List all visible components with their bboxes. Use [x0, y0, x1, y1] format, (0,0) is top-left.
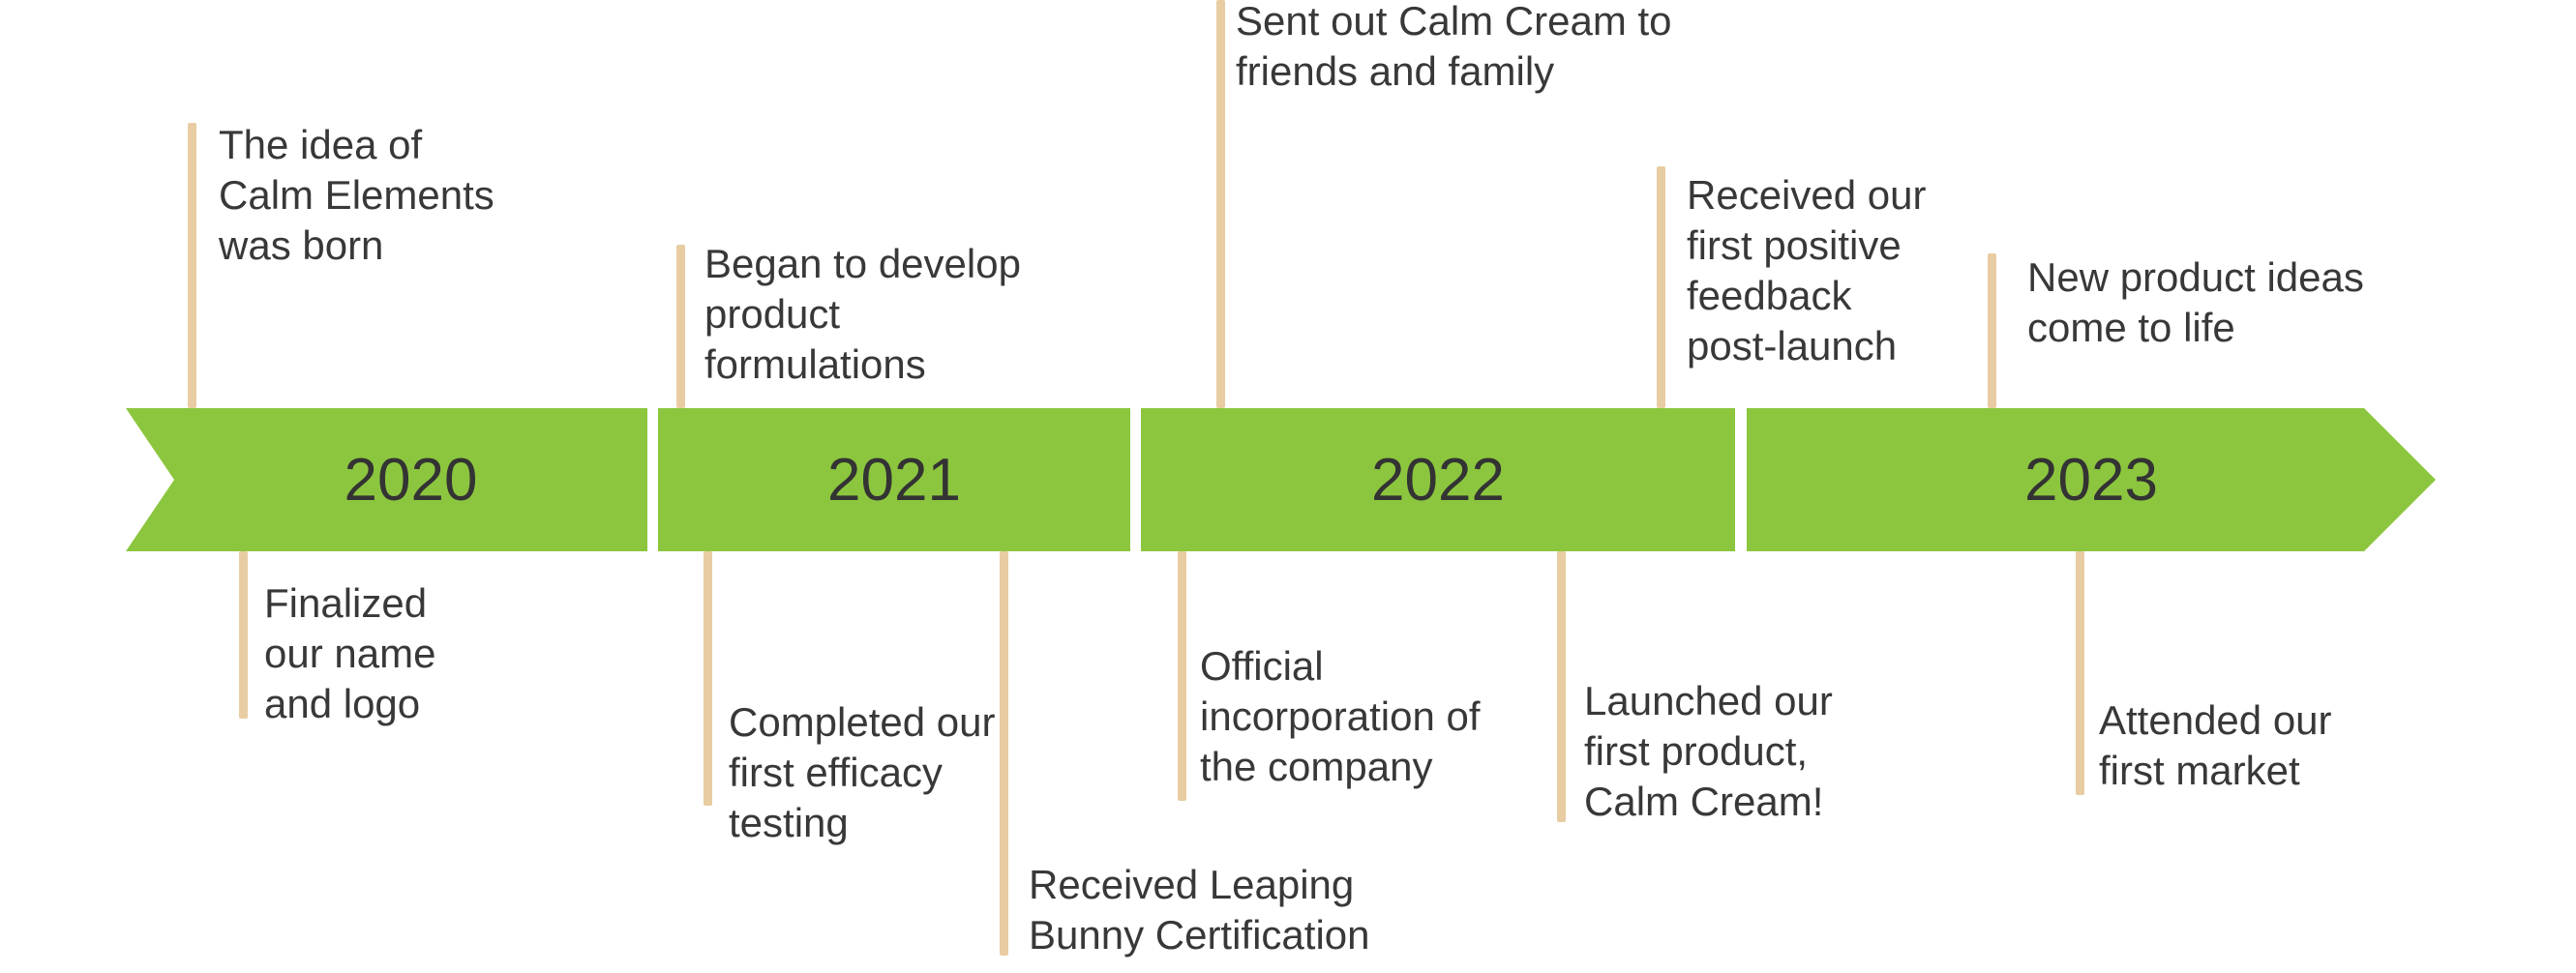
year-label-2023: 2023 — [2024, 446, 2158, 514]
event-tick-above-new-ideas — [1988, 253, 1996, 408]
event-tick-below-launched-product — [1557, 551, 1566, 822]
year-segment-2021: 2021 — [658, 408, 1130, 551]
year-segment-2020: 2020 — [126, 408, 647, 551]
event-tick-below-leaping-bunny — [1000, 551, 1008, 956]
event-tick-above-sent-calm-cream — [1216, 0, 1225, 408]
event-leaping-bunny: Received Leaping Bunny Certification — [1029, 862, 1370, 958]
event-tick-below-incorporation — [1178, 551, 1186, 801]
event-began-develop: Began to develop product formulations — [704, 241, 1021, 387]
event-idea-born: The idea of Calm Elements was born — [219, 122, 494, 268]
event-first-feedback: Received our first positive feedback pos… — [1687, 172, 1927, 369]
event-tick-below-name-logo — [239, 551, 248, 719]
event-tick-below-efficacy-testing — [704, 551, 712, 806]
year-segment-2023: 2023 — [1747, 408, 2436, 551]
year-label-2022: 2022 — [1371, 446, 1505, 514]
event-new-ideas: New product ideas come to life — [2027, 254, 2364, 350]
event-first-market: Attended our first market — [2099, 697, 2332, 793]
year-label-2020: 2020 — [344, 446, 478, 514]
event-tick-above-first-feedback — [1657, 166, 1665, 408]
event-sent-calm-cream: Sent out Calm Cream to friends and famil… — [1236, 0, 1672, 94]
event-efficacy-testing: Completed our first efficacy testing — [729, 699, 996, 845]
event-launched-product: Launched our first product, Calm Cream! — [1584, 678, 1833, 824]
event-incorporation: Official incorporation of the company — [1200, 643, 1481, 789]
year-label-2021: 2021 — [827, 446, 961, 514]
year-segment-2022: 2022 — [1141, 408, 1735, 551]
event-name-logo: Finalized our name and logo — [264, 580, 436, 726]
event-tick-below-first-market — [2076, 551, 2084, 795]
event-tick-above-idea-born — [188, 123, 196, 408]
event-tick-above-began-develop — [676, 245, 685, 408]
